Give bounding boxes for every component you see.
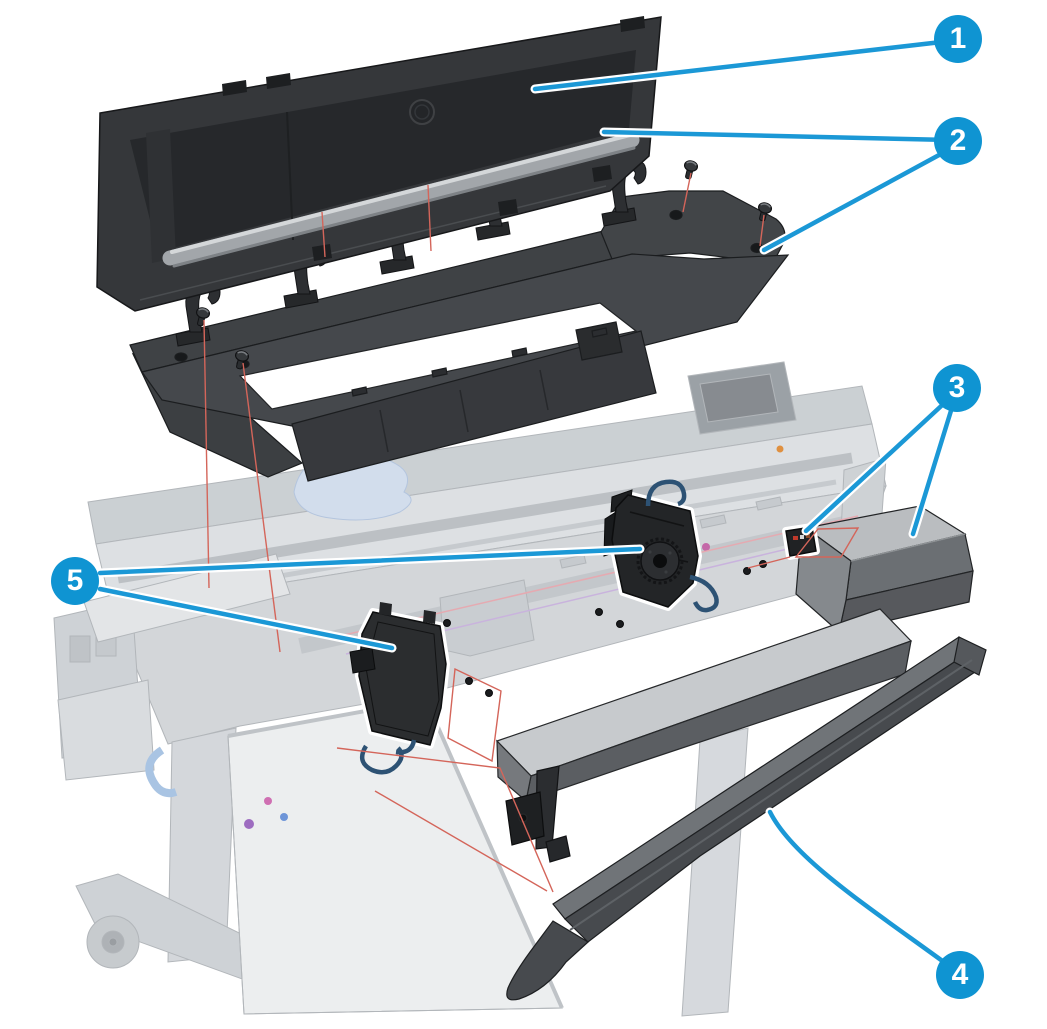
leader-2b (761, 145, 955, 253)
leader-2a (601, 129, 953, 143)
bracket-right-part (603, 479, 719, 613)
frame-part (129, 160, 790, 482)
bracket-right-blue-hook-top (645, 479, 687, 507)
callout-4: 4 (936, 951, 984, 999)
leader-5a (97, 546, 643, 576)
leader-3b (910, 398, 957, 537)
small-screws (443, 560, 767, 697)
leader-3a (803, 393, 955, 534)
front-long-panel-part (506, 636, 987, 1001)
cover-clips (222, 16, 645, 261)
cover-metal-rail (162, 132, 640, 266)
frame-opening (238, 302, 638, 410)
leader-5b (97, 586, 395, 651)
hp-logo (409, 99, 435, 125)
top-cover-part (96, 16, 662, 312)
callout-5: 5 (51, 557, 99, 605)
bracket-right-blue-hook-bottom (689, 574, 719, 613)
frame-apron (291, 330, 657, 482)
red-guide-lines (203, 172, 860, 893)
callout-3: 3 (933, 364, 981, 412)
callout-1: 1 (934, 15, 982, 63)
ghost-blue-hook (145, 746, 178, 798)
callout-2: 2 (934, 117, 982, 165)
leader-1 (532, 38, 953, 92)
leader-4 (767, 809, 955, 971)
leader-lines (95, 36, 959, 973)
bracket-gear (636, 537, 684, 585)
screws (195, 160, 773, 697)
ghost-right-leg (681, 727, 749, 1017)
